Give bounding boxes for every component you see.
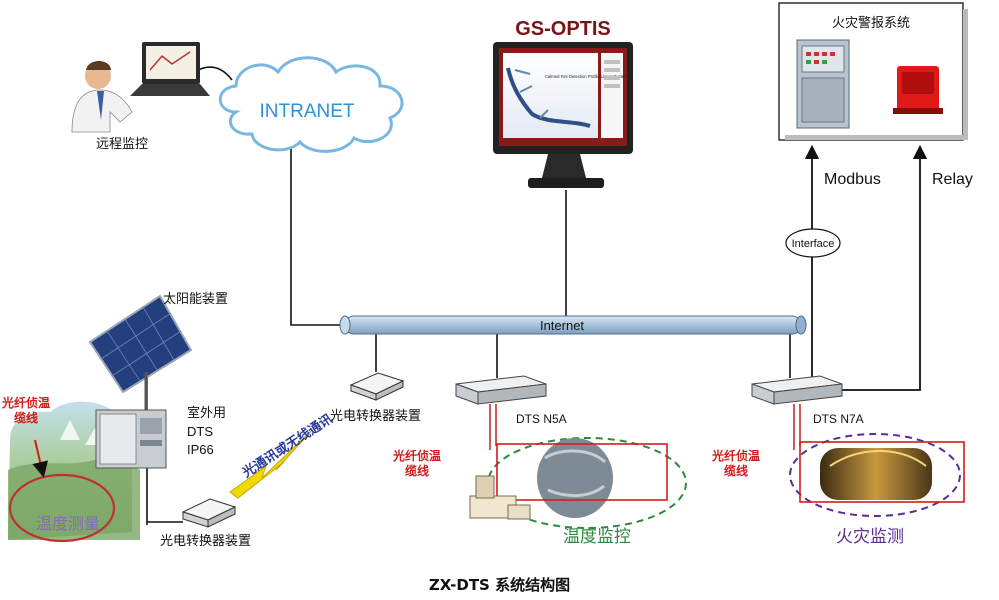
n5a-zone-label: 温度监控 xyxy=(563,527,631,547)
outdoor-dts-cabinet xyxy=(95,409,167,469)
converter-bottom-label: 光电转换器装置 xyxy=(160,534,252,549)
cloud-label: INTRANET xyxy=(260,101,355,122)
monitor-title: GS-OPTIS xyxy=(515,18,611,40)
fire-alarm-system: 火灾警报系统 xyxy=(778,2,968,141)
bus-label: Internet xyxy=(540,318,584,333)
modbus-label: Modbus xyxy=(824,171,881,188)
connection-lines xyxy=(146,66,791,525)
internet-bus: Internet xyxy=(339,315,807,335)
alarm-title: 火灾警报系统 xyxy=(832,15,910,31)
converter-mid-label: 光电转换器装置 xyxy=(330,409,422,424)
monitor-screen-title: Calmed Fire Detection Profile Linear Sys… xyxy=(545,74,628,79)
n5a-cable-line-1: 光纤侦温 xyxy=(393,449,442,463)
outdoor-line-1: 室外用 xyxy=(187,406,227,421)
interface-label: Interface xyxy=(792,238,835,250)
n5a-label: DTS N5A xyxy=(516,412,567,426)
monitor-display: GS-OPTIS Calmed Fire Detection Profile L… xyxy=(493,18,633,188)
dts-n5a-unit xyxy=(455,375,547,450)
n7a-cable-label: 光纤侦温 缆线 xyxy=(712,449,760,479)
n7a-cable-line-1: 光纤侦温 xyxy=(712,449,761,463)
outdoor-dts-label: 室外用 DTS IP66 xyxy=(187,405,226,459)
n5a-zone xyxy=(469,437,687,529)
n7a-zone-label: 火灾监测 xyxy=(836,527,904,547)
n5a-cable-line-2: 缆线 xyxy=(405,464,430,478)
remote-workstation xyxy=(71,42,210,133)
n7a-label: DTS N7A xyxy=(813,412,864,426)
outdoor-line-2: DTS xyxy=(187,424,213,439)
left-cable-line-2: 缆线 xyxy=(14,411,39,425)
alarm-bell-icon xyxy=(893,66,943,114)
person-icon xyxy=(71,61,133,133)
alarm-panel-icon xyxy=(796,39,850,129)
left-cable-label: 光纤侦温 缆线 xyxy=(2,396,50,426)
left-cable-line-1: 光纤侦温 xyxy=(2,396,51,410)
remote-label: 远程监控 xyxy=(96,137,149,152)
converter-box-bottom xyxy=(181,498,237,528)
solar-label: 太阳能装置 xyxy=(163,292,229,307)
interface-node: Interface xyxy=(785,228,841,258)
n5a-cable-label: 光纤侦温 缆线 xyxy=(393,449,441,479)
relay-arrow xyxy=(842,144,928,391)
monitor-screen-map: Calmed Fire Detection Profile Linear Sys… xyxy=(506,67,628,128)
diagram-caption: ZX-DTS 系统结构图 xyxy=(428,576,571,594)
left-area-label: 温度测量 xyxy=(36,514,101,533)
n7a-cable-line-2: 缆线 xyxy=(724,464,749,478)
n7a-zone xyxy=(789,433,965,517)
intranet-cloud: INTRANET xyxy=(218,56,404,153)
converter-box-mid xyxy=(349,372,405,401)
relay-label: Relay xyxy=(932,171,973,188)
dts-n7a-unit xyxy=(751,375,843,450)
solar-panel xyxy=(88,294,193,410)
wireless-bolt-icon xyxy=(229,429,313,499)
outdoor-line-3: IP66 xyxy=(187,442,214,457)
measurement-loop xyxy=(8,473,116,543)
